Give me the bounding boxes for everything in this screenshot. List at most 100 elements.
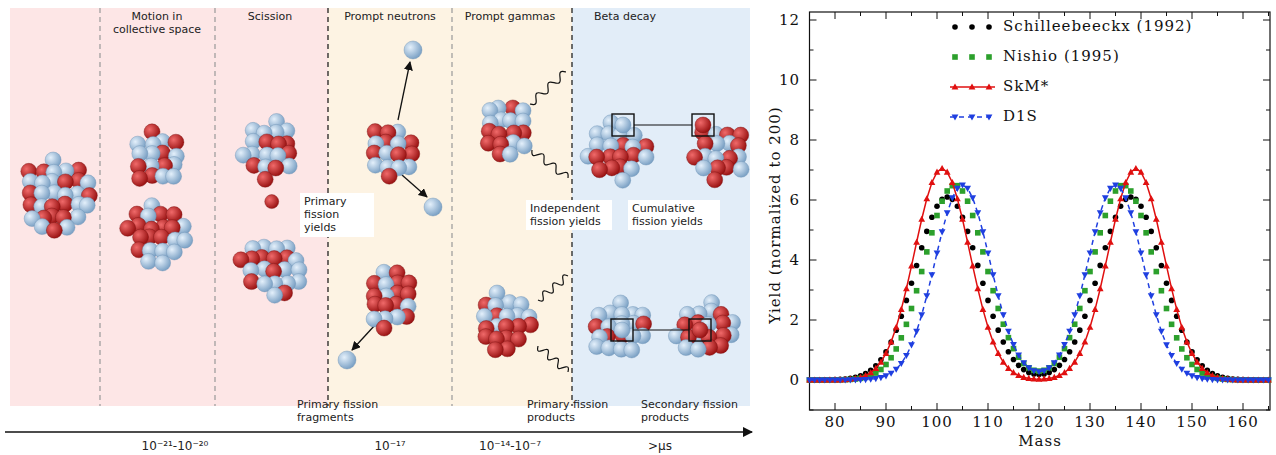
tick [810,350,814,351]
stage-label: Primary fission fragments [297,398,393,424]
tick [1115,12,1116,16]
tick [1192,403,1193,410]
decay-box [611,319,633,341]
nucleon [592,162,608,178]
tick [810,410,814,411]
tick [1243,403,1244,410]
decay-link [634,124,692,125]
plot-frame [810,12,1271,410]
tick-label: 160 [1227,413,1259,431]
nucleon [166,168,182,184]
tick [886,12,887,19]
nucleon [696,160,712,176]
nucleon [257,171,273,187]
axis-title: Yield (normalized to 200) [766,106,784,323]
tick [1013,12,1014,16]
tick [962,12,963,16]
legend-sample [952,54,992,60]
legend-sample [950,83,995,89]
tick-label: 120 [1023,413,1055,431]
tick [810,290,814,291]
gamma-wave [532,150,568,178]
tick [810,20,817,21]
decay-box [612,114,634,136]
stage-divider [451,8,452,406]
tick-label: 4 [789,251,800,269]
tick-label: 6 [789,191,800,209]
axis-title: Mass [1018,432,1062,450]
nucleon [46,222,62,238]
tick-label: 0 [789,371,800,389]
stage-label: Prompt neutrons [335,10,445,23]
tick-label: 2 [789,311,800,329]
tick [1217,406,1218,410]
tick [937,12,938,19]
nuclei [21,41,749,372]
tick-label: 90 [875,413,896,431]
tick [810,170,814,171]
time-label: >μs [615,439,705,453]
tick [1243,12,1244,19]
yield-box: Cumulative fission yields [628,200,720,230]
tick [835,12,836,19]
tick [1263,140,1270,141]
tick [1263,200,1270,201]
time-axis [5,431,752,433]
yield-box: Primary fission yields [300,193,374,237]
tick [1266,50,1270,51]
legend-text: Nishio (1995) [1003,47,1120,65]
stage-divider [214,8,215,406]
tick [1217,12,1218,16]
tick [1039,403,1040,410]
tick-label: 150 [1176,413,1208,431]
nucleon [132,170,148,186]
gamma-wave [538,275,568,301]
nucleon [624,342,640,358]
nucleon [153,229,169,245]
nucleon [381,168,397,184]
gamma-wave [530,71,566,104]
nucleon [692,322,708,338]
nucleon [502,146,518,162]
tick [1268,12,1269,16]
yield-text: Primary fission yields [304,195,370,235]
tick-label: 130 [1074,413,1106,431]
tick [810,260,817,261]
tick [860,12,861,16]
tick [810,50,814,51]
tick [1266,230,1270,231]
nucleon [141,253,157,269]
data-series [807,194,1272,383]
tick [810,80,817,81]
yield-text: Cumulative fission yields [632,202,716,228]
chart [806,12,1272,410]
data-series [806,165,1272,383]
tick [1166,406,1167,410]
tick-label: 80 [824,413,845,431]
tick [962,406,963,410]
neutron-arrow [352,325,375,350]
tick [1090,403,1091,410]
tick [1263,260,1270,261]
nucleon [638,149,654,165]
stage-label: Primary fission products [527,398,627,424]
nucleon [733,161,749,177]
stage-label: Beta decay [580,10,670,23]
decay-box [689,319,711,341]
stage-label: Prompt gammas [455,10,565,23]
stage-label: Secondary fission products [641,398,747,424]
neutron-arrow [402,175,427,197]
nucleon [487,342,503,358]
tick-label: 140 [1125,413,1157,431]
tick [1266,290,1270,291]
tick [911,12,912,16]
yield-text: Independent fission yields [530,202,608,228]
tick-label: 8 [789,131,800,149]
tick [1115,406,1116,410]
tick [1263,20,1270,21]
legend-text: SkM* [1003,77,1049,95]
tick [1266,350,1270,351]
tick [988,12,989,19]
neutron-arrow [398,62,410,120]
tick [860,406,861,410]
